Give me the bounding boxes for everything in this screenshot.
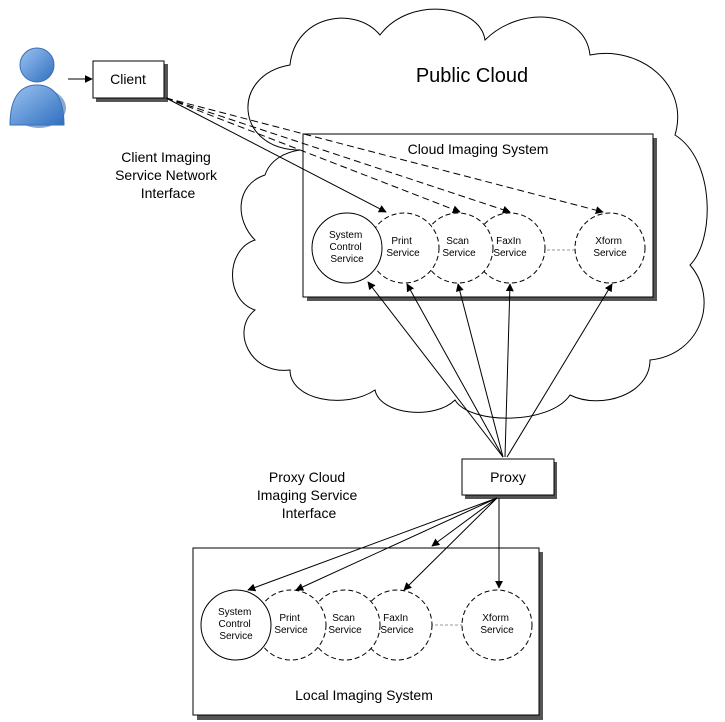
local-xform-label: Xform Service <box>480 613 514 636</box>
proxy-to-local-faxin-arrow <box>403 497 498 591</box>
cloud-xform-service <box>574 212 646 284</box>
local-scan-label: Scan Service <box>328 613 362 636</box>
client-interface-annotation: Client Imaging Service Network Interface <box>115 149 221 201</box>
local-faxin-service <box>361 589 433 661</box>
local-xform-service <box>461 589 533 661</box>
proxy-to-cloud-xform-arrow <box>506 283 613 458</box>
local-system-control-label: System Control Service <box>218 607 254 642</box>
local-scan-service <box>309 589 381 661</box>
proxy-interface-annotation: Proxy Cloud Imaging Service Interface <box>257 469 361 521</box>
cloud-imaging-system-title: Cloud Imaging System <box>408 141 549 157</box>
proxy-to-cloud-print-arrow <box>406 283 504 458</box>
cloud-print-label: Print Service <box>386 236 420 259</box>
cloud-xform-label: Xform Service <box>593 236 627 259</box>
local-imaging-system-title: Local Imaging System <box>295 687 433 703</box>
public-cloud-label: Public Cloud <box>416 65 528 87</box>
client-to-faxin-arrow <box>165 97 511 214</box>
client-to-print-arrow <box>165 97 387 213</box>
proxy-to-local-box-arrow <box>431 497 498 547</box>
local-print-label: Print Service <box>274 613 308 636</box>
proxy-to-local-print-arrow <box>295 497 498 591</box>
cloud-print-service <box>368 212 440 284</box>
client-label: Client <box>110 71 146 87</box>
local-print-service <box>255 589 327 661</box>
proxy-to-cloud-system-control-arrow <box>367 281 504 458</box>
user-icon <box>9 47 66 128</box>
cloud-system-control-label: System Control Service <box>329 230 365 265</box>
local-faxin-label: FaxIn Service <box>380 613 414 636</box>
cloud-faxin-label: FaxIn Service <box>493 236 527 259</box>
client-box <box>92 60 165 99</box>
client-to-xform-arrow <box>165 97 604 215</box>
proxy-to-cloud-faxin-arrow <box>504 283 514 458</box>
cloud-scan-label: Scan Service <box>442 236 476 259</box>
proxy-box <box>461 458 555 496</box>
client-to-scan-arrow <box>165 97 461 214</box>
proxy-to-local-system-control-arrow <box>247 497 498 592</box>
cloud-system-control-service <box>311 212 383 284</box>
proxy-label: Proxy <box>490 469 526 485</box>
local-system-control-service <box>200 589 272 661</box>
proxy-to-cloud-scan-arrow <box>455 283 504 458</box>
